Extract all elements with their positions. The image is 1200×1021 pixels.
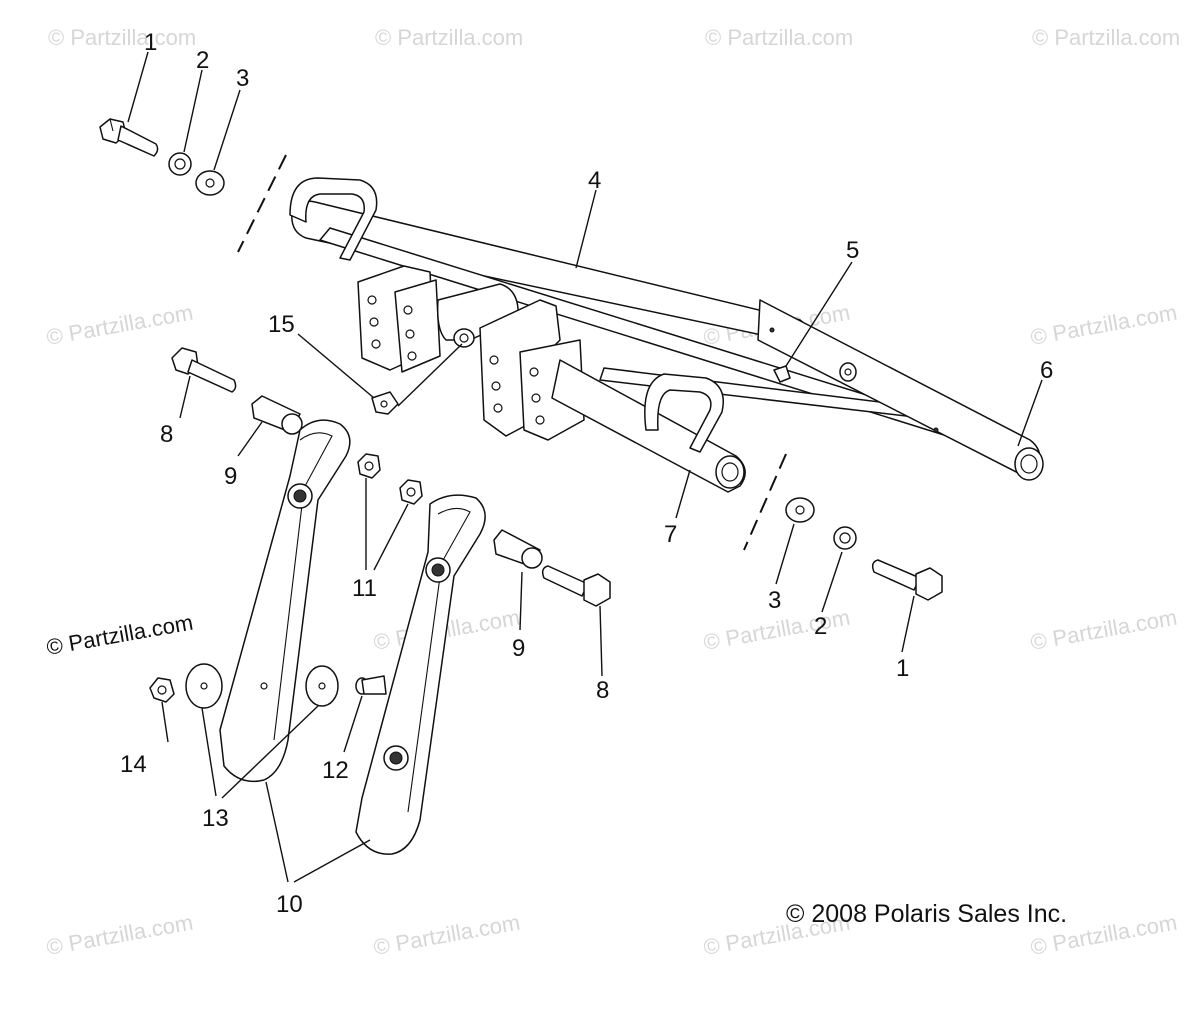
nut-part-14	[149, 677, 175, 703]
lock-washer-part-2-right	[833, 526, 857, 550]
watermark-main: © Partzilla.com	[45, 610, 195, 660]
front-bumper-frame-part-4	[289, 177, 1044, 493]
callout-1: 1	[144, 29, 157, 56]
grease-fitting-part-15	[371, 391, 399, 415]
centerline	[743, 453, 787, 551]
bolt-part-1-right	[871, 559, 943, 601]
callout-7: 7	[664, 521, 677, 548]
callout-1: 1	[896, 655, 909, 682]
callout-9: 9	[512, 635, 525, 662]
callout-12: 12	[322, 757, 349, 784]
nut-part-11-a	[357, 453, 381, 479]
watermark: © Partzilla.com	[45, 910, 195, 960]
washer-part-13-a	[185, 663, 223, 709]
bushing-part-9-left	[251, 395, 303, 435]
watermark: © Partzilla.com	[375, 25, 523, 50]
callout-14: 14	[120, 751, 147, 778]
callout-13: 13	[202, 805, 229, 832]
callout-8: 8	[160, 421, 173, 448]
link-strap-part-10-right	[355, 494, 486, 855]
callout-3: 3	[768, 587, 781, 614]
watermark: © Partzilla.com	[48, 25, 196, 50]
callout-labels: 1 2 3 4 5 6 7 3 2 1 8 9 15 11 9 8 14 13 …	[120, 29, 1053, 918]
callout-6: 6	[1040, 357, 1053, 384]
callout-9: 9	[224, 463, 237, 490]
watermark: © Partzilla.com	[372, 910, 522, 960]
bushing-part-9-right	[493, 529, 543, 569]
bolt-part-8-left	[171, 347, 237, 393]
callout-2: 2	[196, 47, 209, 74]
centerline	[237, 154, 287, 253]
watermark: © Partzilla.com	[705, 25, 853, 50]
copyright-notice: © 2008 Polaris Sales Inc.	[786, 900, 1067, 928]
grease-fitting-part-5	[773, 365, 791, 383]
watermark: © Partzilla.com	[1029, 605, 1179, 655]
callout-15: 15	[268, 311, 295, 338]
watermark: © Partzilla.com	[1032, 25, 1180, 50]
callout-3: 3	[236, 65, 249, 92]
bolt-part-8-right	[541, 565, 611, 607]
callout-5: 5	[846, 237, 859, 264]
callout-10: 10	[276, 891, 303, 918]
leader-lines	[127, 51, 1043, 883]
lock-washer-part-2-left	[168, 152, 192, 176]
callout-2: 2	[814, 613, 827, 640]
washer-part-13-b	[305, 665, 339, 707]
flat-washer-part-3-left	[195, 170, 225, 196]
watermark: © Partzilla.com	[1029, 300, 1179, 350]
callout-8: 8	[596, 677, 609, 704]
nut-part-11-b	[399, 479, 423, 505]
flat-washer-part-3-right	[785, 497, 815, 523]
pin-part-12	[355, 675, 387, 695]
callout-11: 11	[352, 575, 377, 602]
callout-4: 4	[588, 167, 601, 194]
link-strap-part-10-left	[219, 419, 351, 783]
watermark: © Partzilla.com	[45, 300, 195, 350]
bolt-part-1-left	[99, 118, 159, 157]
